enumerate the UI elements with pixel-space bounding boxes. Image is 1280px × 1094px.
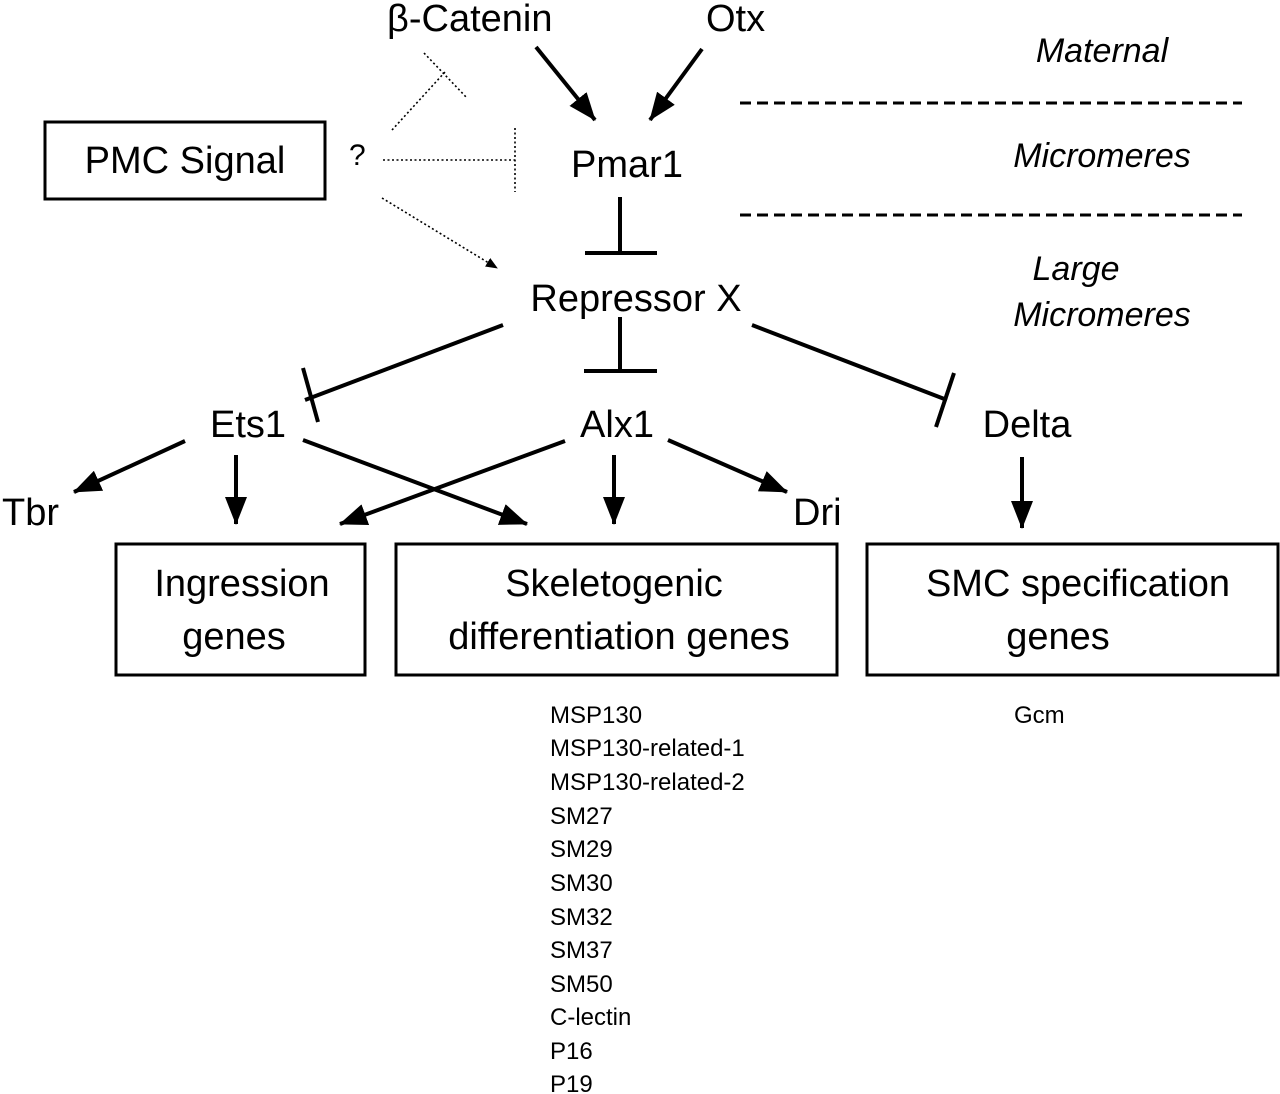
stage-large-label: Large bbox=[1033, 250, 1120, 288]
skeletogenic-genes-box bbox=[394, 542, 839, 677]
alx1-label: Alx1 bbox=[580, 404, 654, 446]
gene-item: MSP130-related-1 bbox=[550, 735, 745, 762]
gene-item: P19 bbox=[550, 1071, 593, 1094]
dri-label: Dri bbox=[793, 492, 842, 534]
gene-item: C-lectin bbox=[550, 1004, 631, 1031]
edge-repressor-x-inhibits-ets1 bbox=[304, 323, 504, 402]
pmc-signal-label: PMC Signal bbox=[85, 140, 286, 182]
gene-item: MSP130 bbox=[550, 702, 642, 729]
edge-alx1-to-ingression bbox=[339, 439, 566, 526]
gene-item: SM50 bbox=[550, 971, 613, 998]
stage-maternal-label: Maternal bbox=[1036, 32, 1170, 70]
gene-item: P16 bbox=[550, 1038, 593, 1065]
edge-pmc-activates-repressor-x bbox=[381, 197, 498, 269]
edge-alx1-to-dri bbox=[667, 438, 788, 494]
delta-label: Delta bbox=[983, 404, 1073, 446]
edge-pmc-inhibits-beta-catenin bbox=[391, 71, 446, 131]
smc-gene-item: Gcm bbox=[1014, 702, 1065, 729]
edge-pmc-inhibits-beta-catenin-bar bbox=[423, 52, 468, 99]
smc-genes-box bbox=[865, 542, 1280, 677]
pmc-signal-box bbox=[43, 120, 327, 201]
edge-repressor-x-inhibits-delta bbox=[751, 323, 948, 402]
tbr-label: Tbr bbox=[2, 492, 59, 534]
stage-micromeres-label: Micromeres bbox=[1013, 137, 1191, 175]
repressor-x-label: Repressor X bbox=[530, 278, 741, 320]
edge-repressor-x-inhibits-delta-bar bbox=[934, 372, 956, 428]
gene-item: SM27 bbox=[550, 803, 613, 830]
edge-beta-catenin-to-pmar1 bbox=[534, 45, 597, 122]
gene-item: SM29 bbox=[550, 836, 613, 863]
edge-otx-to-pmar1 bbox=[648, 47, 704, 122]
gene-item: SM37 bbox=[550, 937, 613, 964]
question-mark: ? bbox=[349, 139, 366, 172]
edge-repressor-x-inhibits-ets1-bar bbox=[301, 367, 320, 423]
smc-genes-line2: genes bbox=[1006, 616, 1110, 658]
otx-label: Otx bbox=[706, 0, 765, 40]
ingression-genes-box bbox=[114, 542, 367, 677]
gene-item: SM30 bbox=[550, 870, 613, 897]
gene-item: SM32 bbox=[550, 904, 613, 931]
smc-genes-line1: SMC specification bbox=[926, 563, 1230, 605]
edge-ets1-to-skeletogenic bbox=[302, 438, 528, 526]
skeletogenic-genes-line2: differentiation genes bbox=[448, 616, 790, 658]
beta-catenin-label: β-Catenin bbox=[387, 0, 553, 40]
skeletogenic-gene-list: MSP130 MSP130-related-1 MSP130-related-2… bbox=[550, 702, 745, 1094]
ingression-genes-line2: genes bbox=[182, 616, 286, 658]
pmar1-label: Pmar1 bbox=[571, 144, 683, 186]
ets1-label: Ets1 bbox=[210, 404, 286, 446]
gene-item: MSP130-related-2 bbox=[550, 769, 745, 796]
ingression-genes-line1: Ingression bbox=[154, 563, 329, 605]
skeletogenic-genes-line1: Skeletogenic bbox=[505, 563, 723, 605]
edge-ets1-to-tbr bbox=[73, 439, 186, 494]
stage-large-micromeres-label: Micromeres bbox=[1013, 296, 1191, 334]
